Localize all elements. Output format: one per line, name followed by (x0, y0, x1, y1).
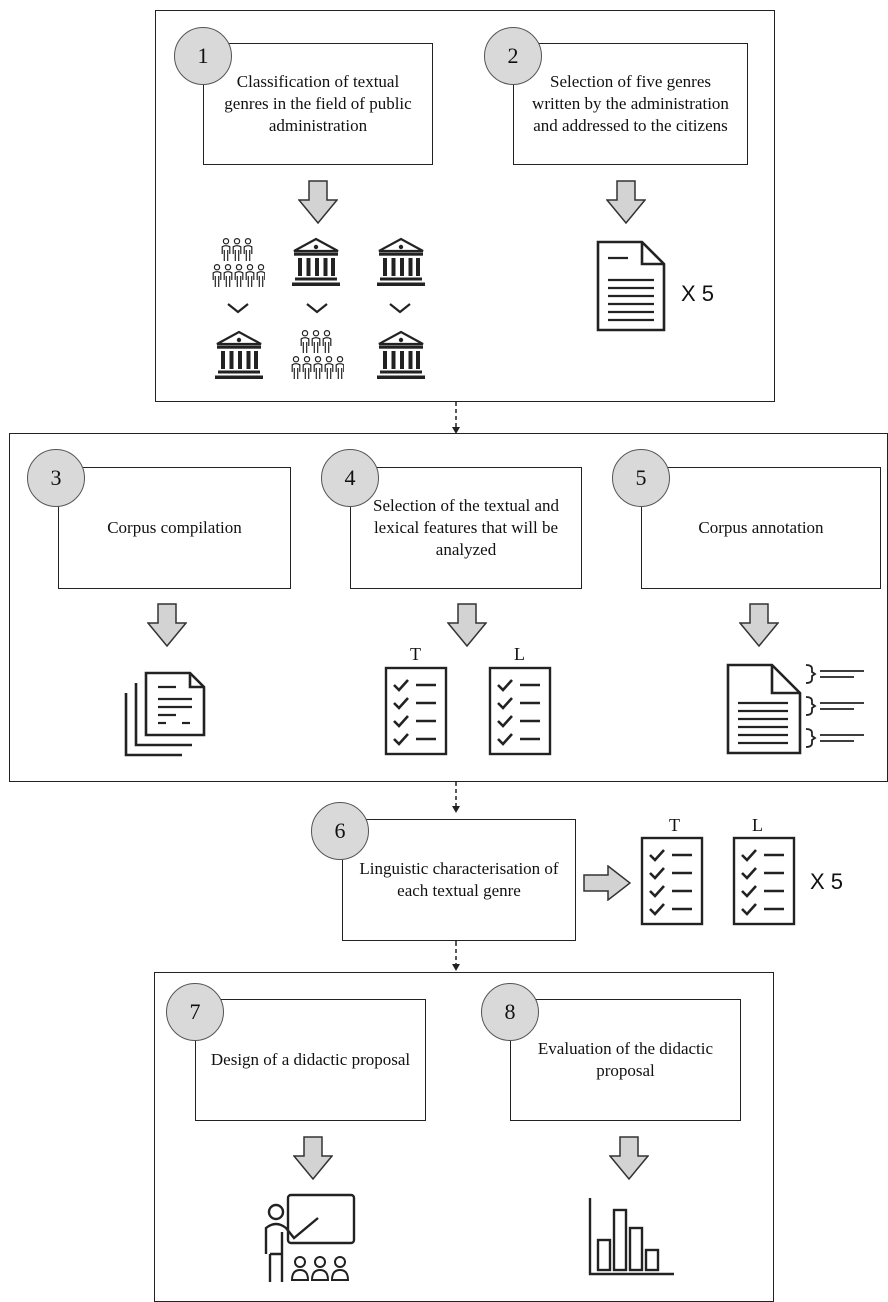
step-7-text: Design of a didactic proposal (210, 1050, 411, 1069)
step-7-box: Design of a didactic proposal (195, 999, 426, 1121)
step-2-text: Selection of five genres written by the … (532, 72, 729, 135)
step-2-box: Selection of five genres written by the … (513, 43, 748, 165)
step-3-badge: 3 (27, 449, 85, 507)
step-1-box: Classification of textual genres in the … (203, 43, 433, 165)
step-6-number: 6 (334, 818, 346, 843)
bar-chart-icon (586, 1196, 676, 1276)
step-5-text: Corpus annotation (698, 518, 824, 537)
step-1-badge: 1 (174, 27, 232, 85)
step-1-text: Classification of textual genres in the … (224, 72, 412, 135)
step-3-box: Corpus compilation (58, 467, 291, 589)
step-5-number: 5 (635, 465, 647, 490)
checklist-label-l: L (514, 644, 525, 664)
step-5-box: Corpus annotation (641, 467, 881, 589)
block-arrow-down-icon (293, 1136, 333, 1180)
step-4-badge: 4 (321, 449, 379, 507)
teacher-presentation-icon (262, 1192, 358, 1284)
step-8-text: Evaluation of the didactic proposal (537, 1039, 714, 1080)
checklist-label-t: T (410, 644, 421, 664)
step-8-box: Evaluation of the didactic proposal (510, 999, 741, 1121)
block-arrow-down-icon (609, 1136, 649, 1180)
step-8-badge: 8 (481, 983, 539, 1041)
step-6-text: Linguistic characterisation of each text… (359, 859, 559, 900)
step-3-text: Corpus compilation (107, 518, 242, 537)
checklist-label-t: T (669, 815, 680, 835)
step-8-number: 8 (504, 999, 516, 1024)
step-2-number: 2 (507, 43, 519, 68)
step-6-box: Linguistic characterisation of each text… (342, 819, 576, 941)
step-7-badge: 7 (166, 983, 224, 1041)
checklist-label-l: L (752, 815, 763, 835)
step-4-text: Selection of the textual and lexical fea… (373, 496, 559, 559)
step-6-badge: 6 (311, 802, 369, 860)
step-2-badge: 2 (484, 27, 542, 85)
step-7-number: 7 (189, 999, 201, 1024)
step-5-badge: 5 (612, 449, 670, 507)
step-4-number: 4 (344, 465, 356, 490)
multiplier-label: X 5 (681, 281, 715, 306)
step-3-number: 3 (50, 465, 62, 490)
step-1-number: 1 (197, 43, 209, 68)
multiplier-label: X 5 (810, 869, 844, 894)
step-4-box: Selection of the textual and lexical fea… (350, 467, 582, 589)
